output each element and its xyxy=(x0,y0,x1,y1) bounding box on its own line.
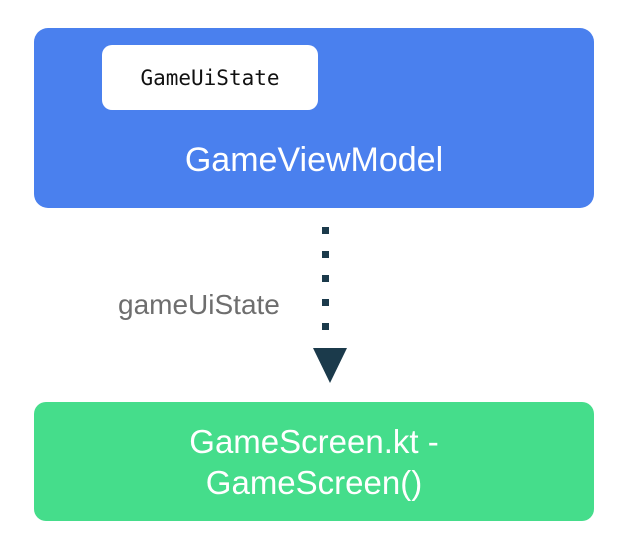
node-game-screen[interactable]: GameScreen.kt - GameScreen() xyxy=(34,402,594,521)
connector-dot xyxy=(322,275,329,282)
arrowhead-icon xyxy=(313,348,347,383)
connector-dot xyxy=(322,227,329,234)
connector-dot xyxy=(322,299,329,306)
node-game-view-model[interactable]: GameUiState GameViewModel xyxy=(34,28,594,208)
state-chip-game-ui-state[interactable]: GameUiState xyxy=(102,45,318,110)
node-game-screen-title-line-2: GameScreen() xyxy=(205,463,423,501)
node-game-view-model-title: GameViewModel xyxy=(184,141,444,179)
connector-dot xyxy=(322,251,329,258)
state-chip-label: GameUiState xyxy=(140,65,280,90)
node-game-screen-title-line-1: GameScreen.kt - xyxy=(189,422,439,460)
edge-label-game-ui-state: gameUiState xyxy=(118,289,280,320)
connector-dot xyxy=(322,323,329,330)
